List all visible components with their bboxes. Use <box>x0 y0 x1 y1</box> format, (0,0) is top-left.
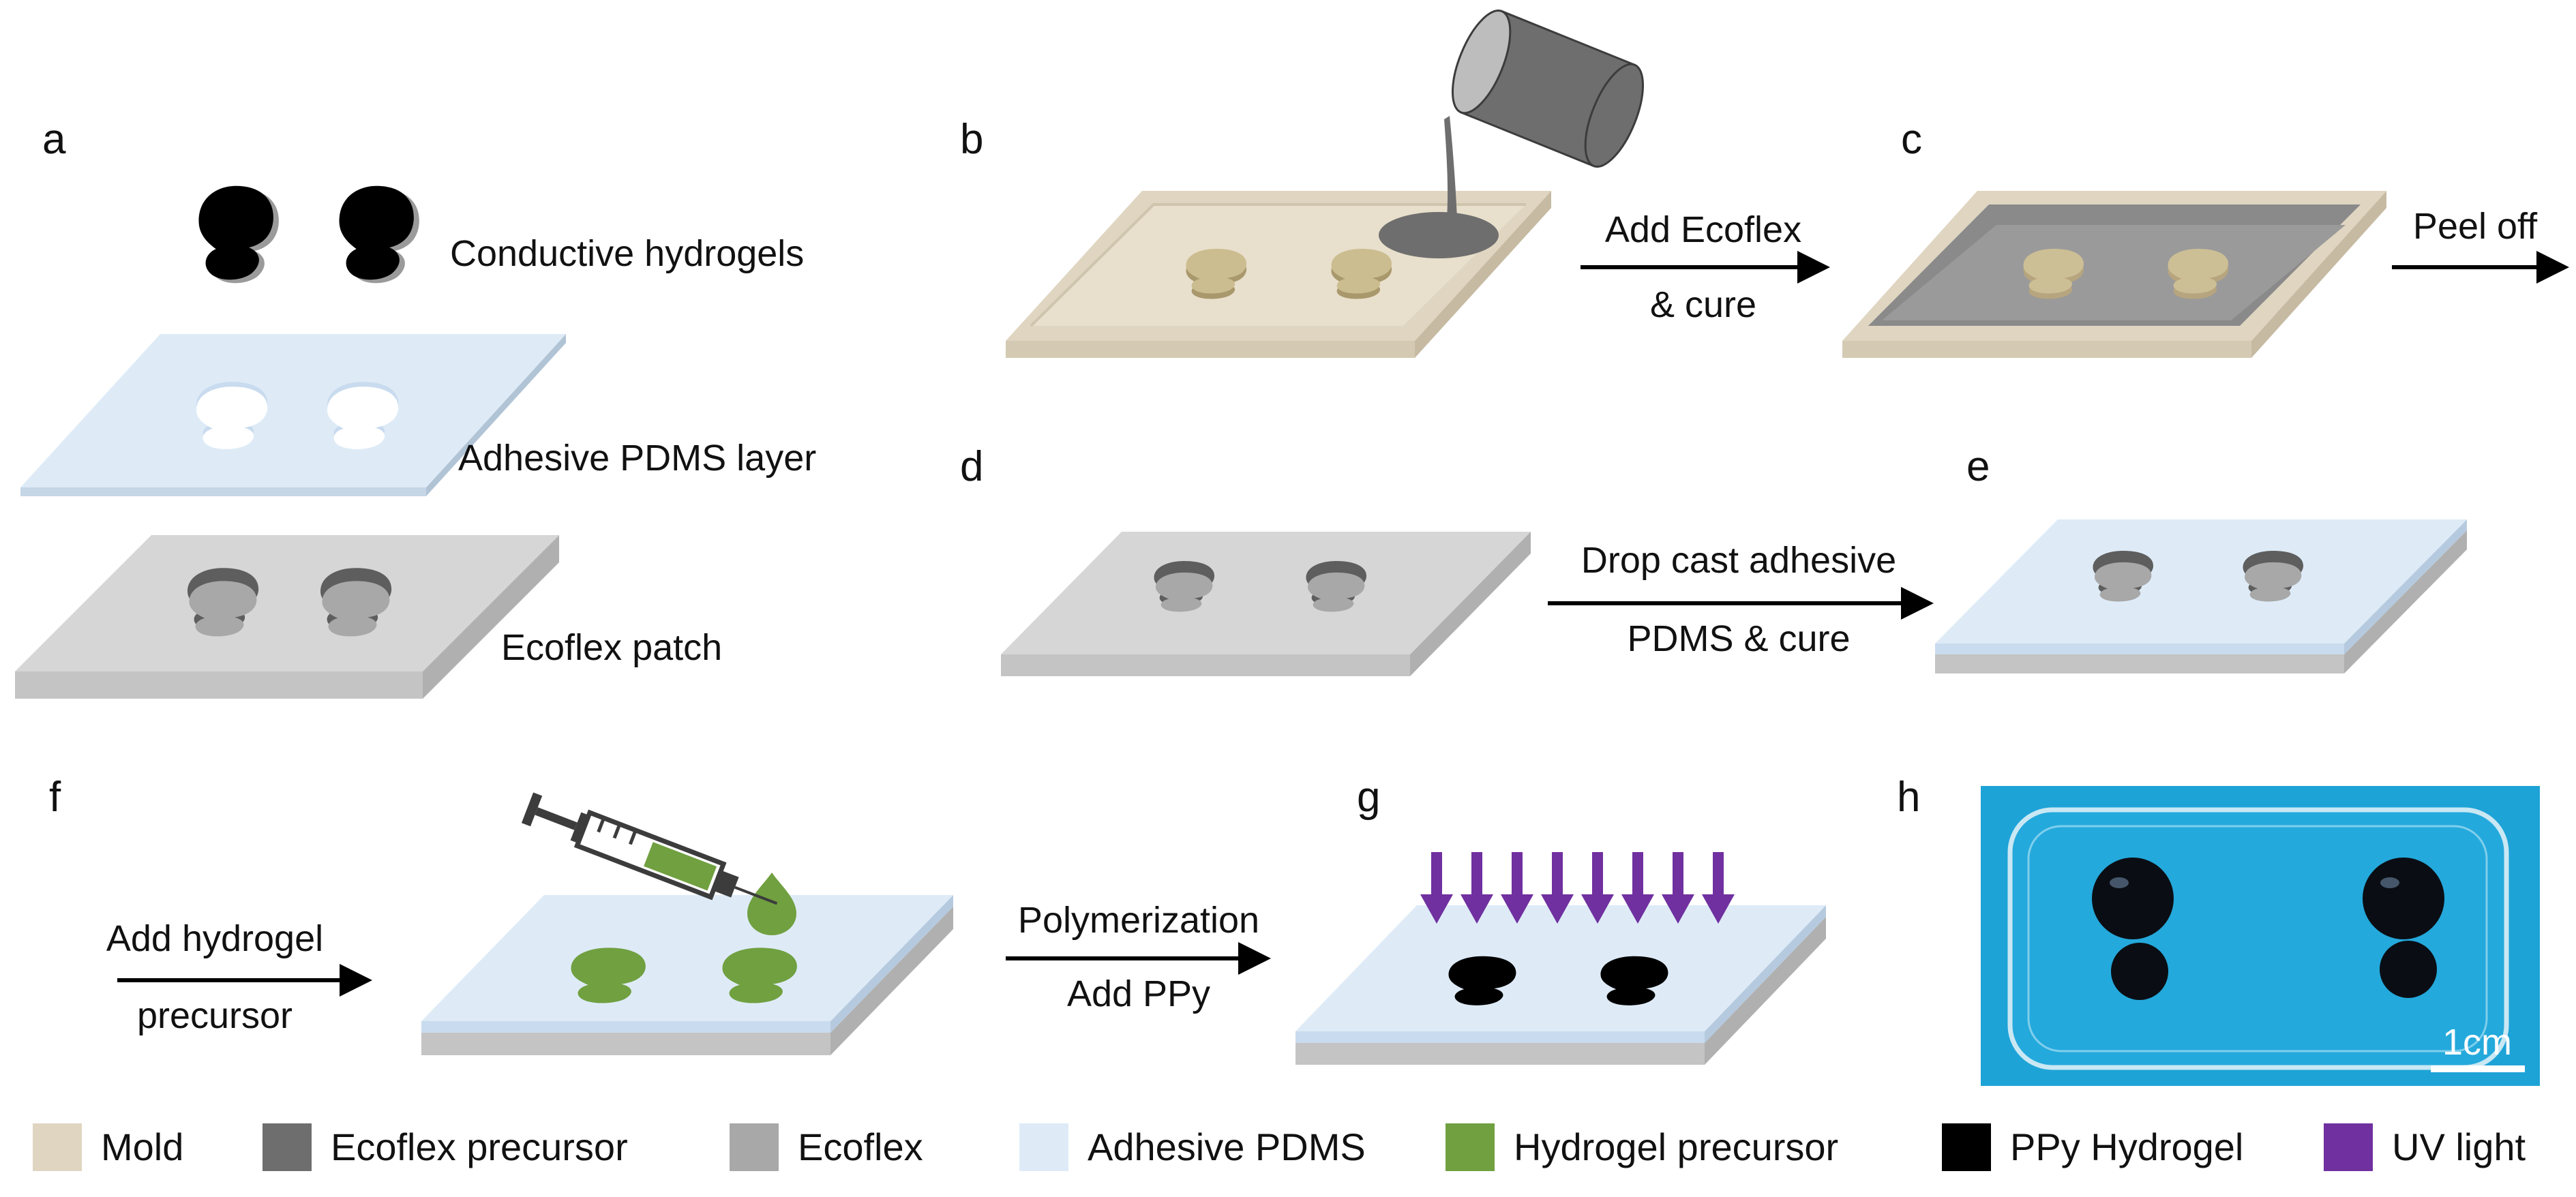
panel-e: e <box>1935 443 2467 673</box>
step-arrow-add-ecoflex: Add Ecoflex & cure <box>1581 209 1830 325</box>
legend-swatch-ecoflex-precursor <box>263 1123 312 1171</box>
panel-c: c <box>1842 116 2386 358</box>
conductive-hydrogel-right <box>339 185 419 284</box>
svg-text:Add hydrogel: Add hydrogel <box>106 918 323 959</box>
label-ecoflex-patch: Ecoflex patch <box>501 627 722 668</box>
svg-text:precursor: precursor <box>137 995 293 1036</box>
ecoflex-patch-d <box>1001 532 1531 676</box>
photo-electrode-right <box>2363 858 2444 998</box>
panel-b: b <box>960 10 1645 358</box>
step-arrow-polymerization: Polymerization Add PPy <box>1006 900 1271 1014</box>
uv-light-arrows <box>1420 852 1735 924</box>
photo-electrode-left <box>2092 858 2174 1000</box>
step-arrow-add-hydrogel: Add hydrogel precursor <box>106 918 372 1036</box>
panel-g-patch <box>1296 905 1826 1065</box>
legend: Mold Ecoflex precursor Ecoflex Adhesive PDM… <box>33 1123 2526 1171</box>
adhesive-pdms-layer <box>20 334 566 496</box>
svg-text:Add PPy: Add PPy <box>1067 973 1210 1014</box>
label-conductive-hydrogels: Conductive hydrogels <box>450 233 804 274</box>
legend-swatch-ppy-hydrogel <box>1942 1123 1991 1171</box>
legend-label-uv-light: UV light <box>2392 1125 2526 1168</box>
ecoflex-puddle <box>1379 116 1499 258</box>
ecoflex-patch <box>15 535 559 699</box>
svg-text:Add Ecoflex: Add Ecoflex <box>1605 209 1801 250</box>
panel-letter-e: e <box>1966 443 1990 490</box>
panel-letter-f: f <box>49 774 61 821</box>
panel-d: d <box>960 443 1531 676</box>
svg-text:Peel off: Peel off <box>2413 206 2538 247</box>
legend-label-hydrogel-precursor: Hydrogel precursor <box>1514 1125 1838 1168</box>
legend-swatch-ecoflex <box>730 1123 779 1171</box>
panel-f: f <box>49 774 61 821</box>
panel-letter-a: a <box>42 116 66 163</box>
panel-letter-b: b <box>960 116 983 163</box>
scale-bar-label: 1cm <box>2442 1022 2512 1063</box>
conductive-hydrogel-left <box>198 185 279 284</box>
step-arrow-drop-cast: Drop cast adhesive PDMS & cure <box>1548 540 1934 659</box>
layered-patch-e <box>1935 519 2467 673</box>
panel-g: g <box>1296 774 1826 1065</box>
legend-label-mold: Mold <box>101 1125 183 1168</box>
svg-text:Polymerization: Polymerization <box>1018 900 1259 941</box>
scale-bar <box>2431 1065 2525 1072</box>
syringe-icon <box>521 792 778 905</box>
panel-letter-h: h <box>1897 774 1920 821</box>
mold-tray-c <box>1842 191 2386 358</box>
panel-letter-c: c <box>1901 116 1922 163</box>
device-photo: 1cm <box>1981 786 2540 1086</box>
label-adhesive-pdms-layer: Adhesive PDMS layer <box>458 438 816 479</box>
legend-swatch-hydrogel-precursor <box>1446 1123 1495 1171</box>
legend-label-ecoflex: Ecoflex <box>798 1125 923 1168</box>
pouring-cup <box>1451 10 1645 168</box>
svg-text:PDMS & cure: PDMS & cure <box>1627 618 1850 659</box>
panel-a: a Conductive hydrogels Adhesive PDMS <box>15 116 816 699</box>
legend-label-adhesive-pdms: Adhesive PDMS <box>1088 1125 1366 1168</box>
svg-text:Drop cast adhesive: Drop cast adhesive <box>1581 540 1896 581</box>
step-arrow-peel-off: Peel off <box>2392 206 2569 284</box>
panel-f-patch <box>421 873 953 1055</box>
legend-swatch-uv-light <box>2324 1123 2373 1171</box>
hydrogel-drop <box>747 873 796 935</box>
svg-text:& cure: & cure <box>1650 284 1756 325</box>
panel-letter-d: d <box>960 443 983 490</box>
legend-label-ppy-hydrogel: PPy Hydrogel <box>2010 1125 2243 1168</box>
legend-swatch-adhesive-pdms <box>1019 1123 1068 1171</box>
panel-h: h 1cm <box>1897 774 2540 1086</box>
panel-letter-g: g <box>1357 774 1380 821</box>
legend-swatch-mold <box>33 1123 82 1171</box>
legend-label-ecoflex-precursor: Ecoflex precursor <box>331 1125 628 1168</box>
